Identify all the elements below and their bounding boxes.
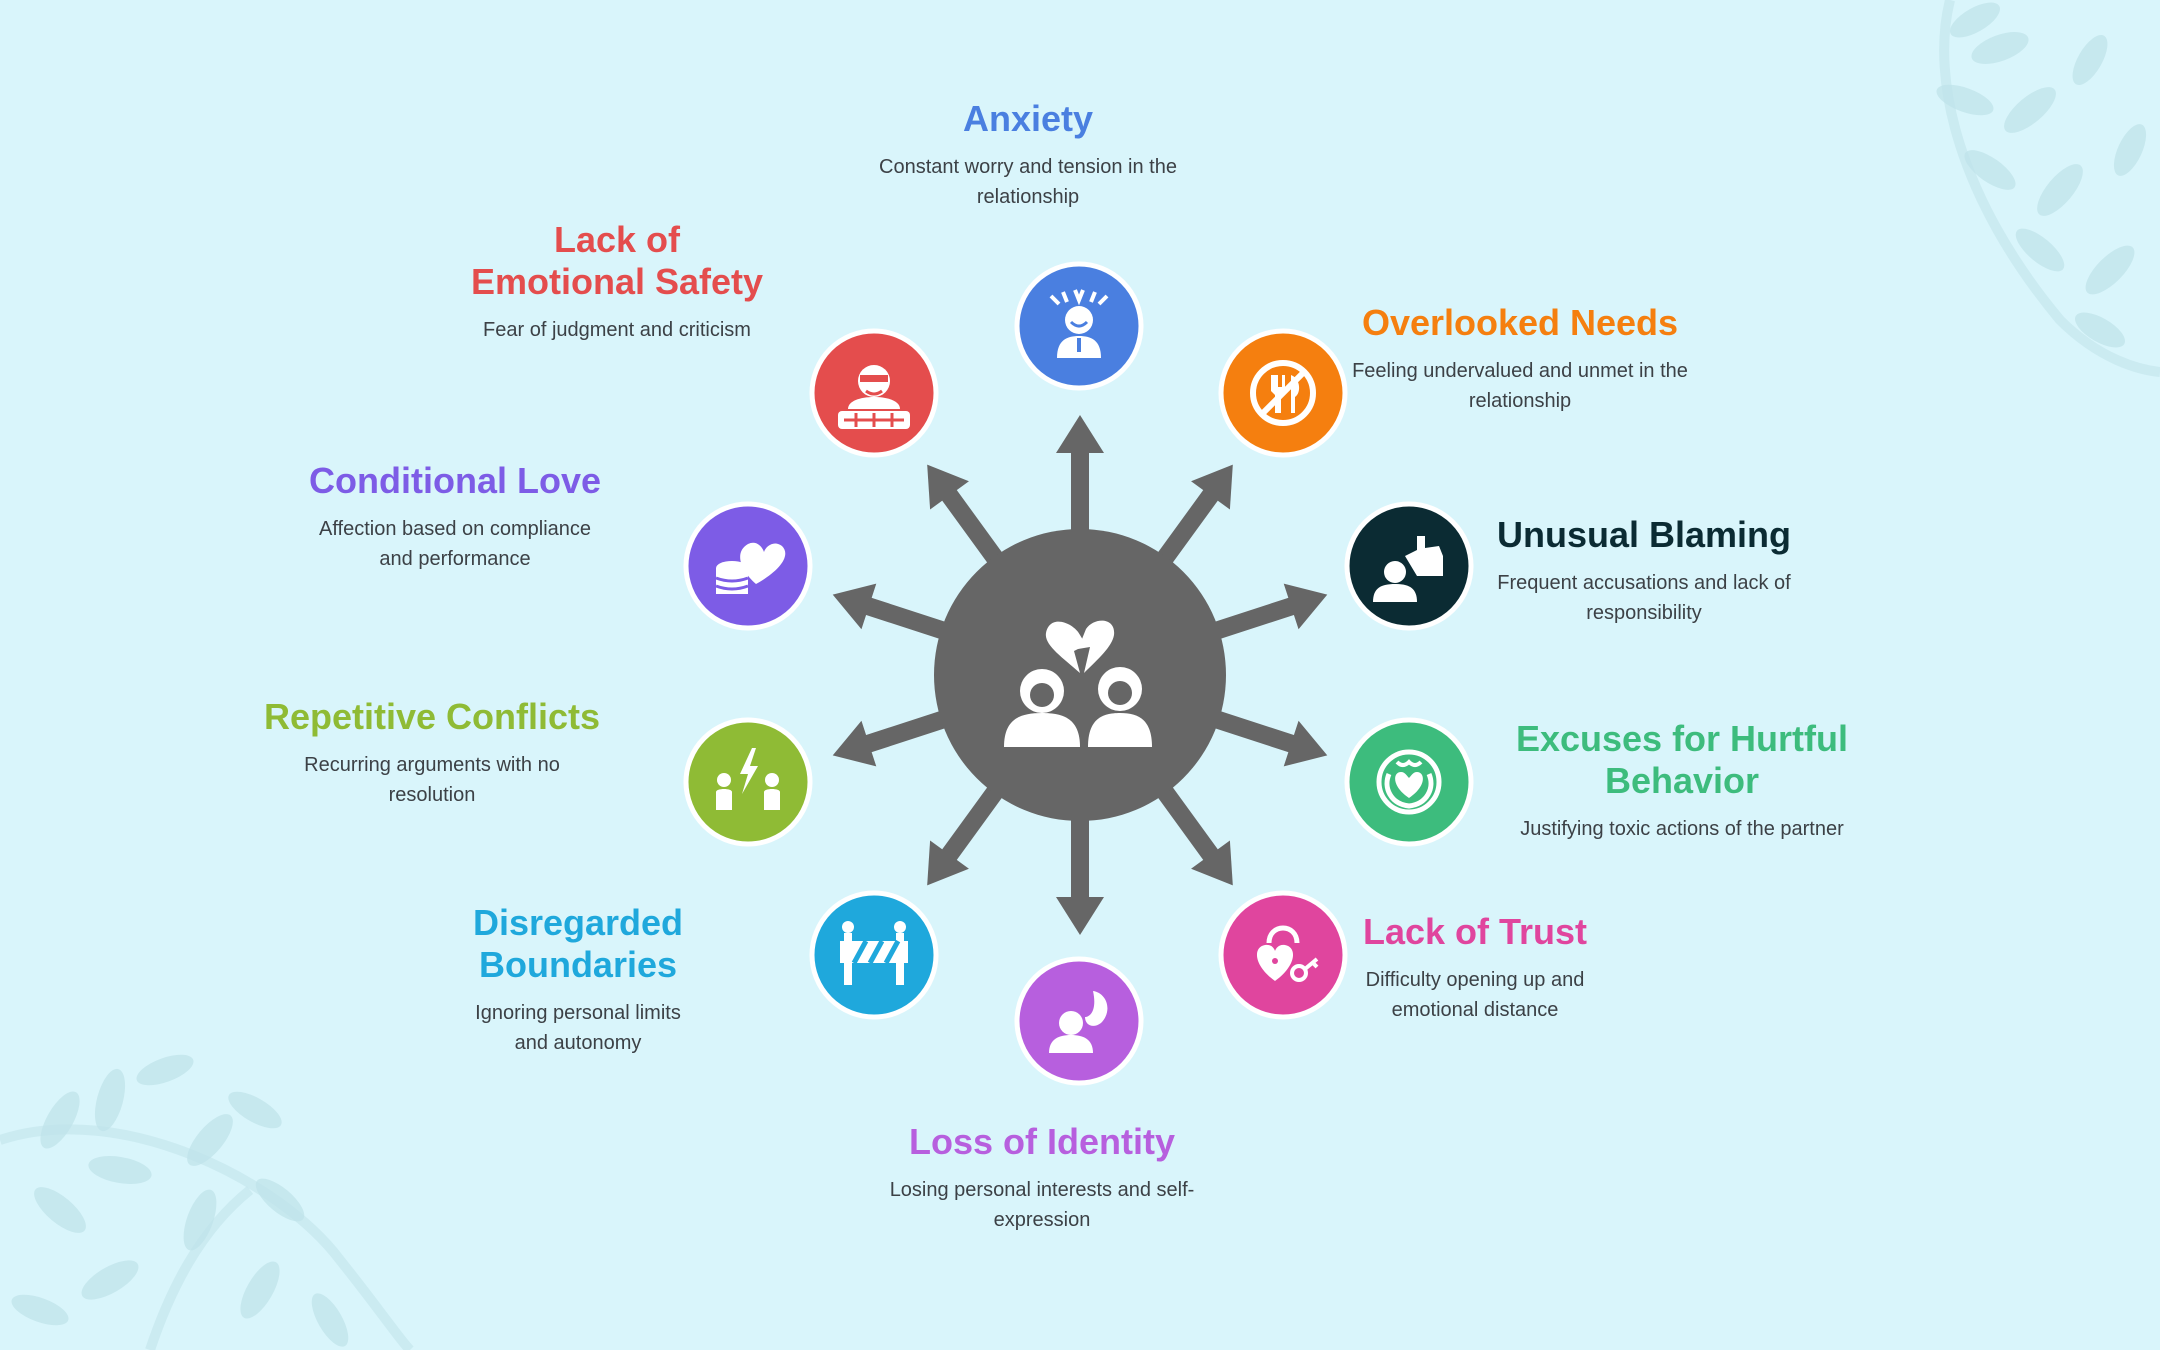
item-title: Anxiety <box>962 98 1094 139</box>
stressed-person-icon <box>1049 289 1109 358</box>
item-description: Losing personal interests and self-expre… <box>889 1179 1195 1231</box>
item-node <box>1014 956 1144 1086</box>
item-title: Excuses for Hurtful Behavior <box>1515 718 1849 801</box>
item-description: Affection based on compliance and perfor… <box>318 518 592 570</box>
decorative-leaves-bottom-left <box>0 1054 414 1350</box>
item-node <box>1344 717 1474 847</box>
item-node <box>683 717 813 847</box>
item-nodes <box>683 261 1474 1086</box>
item-title: Loss of Identity <box>908 1121 1175 1162</box>
radial-arrows <box>832 415 1328 935</box>
center-node <box>934 529 1226 821</box>
item-description: Feeling undervalued and unmet in the rel… <box>1352 360 1688 412</box>
center-circle <box>934 529 1226 821</box>
item-description: Recurring arguments with no resolution <box>304 754 560 806</box>
item-description: Constant worry and tension in the relati… <box>879 156 1177 208</box>
decorative-leaves-top-right <box>1936 0 2160 377</box>
item-description: Fear of judgment and criticism <box>483 319 751 341</box>
heart-coins-icon <box>715 542 786 594</box>
item-title: Lack of Emotional Safety <box>470 219 764 302</box>
item-node <box>809 328 939 458</box>
item-title: Overlooked Needs <box>1361 302 1679 343</box>
item-description: Frequent accusations and lack of respons… <box>1497 572 1791 624</box>
broken-heart-couple-icon <box>1004 620 1152 747</box>
item-node <box>1218 328 1348 458</box>
item-title: Disregarded Boundaries <box>472 902 684 985</box>
no-food-icon <box>1250 360 1316 426</box>
pointing-person-icon <box>1373 536 1443 602</box>
item-node-circle <box>1344 501 1474 631</box>
masked-person-icon <box>838 365 910 429</box>
item-description: Ignoring personal limits and autonomy <box>475 1002 681 1054</box>
item-node <box>683 501 813 631</box>
item-title: Unusual Blaming <box>1496 514 1792 555</box>
item-title: Repetitive Conflicts <box>263 696 601 737</box>
item-description: Difficulty opening up and emotional dist… <box>1365 969 1585 1021</box>
heart-lock-key-icon <box>1256 925 1319 982</box>
item-node <box>1344 501 1474 631</box>
item-node <box>809 890 939 1020</box>
item-title: Lack of Trust <box>1362 911 1588 952</box>
item-node <box>1014 261 1144 391</box>
conflict-people-icon <box>716 748 780 810</box>
barrier-icon <box>840 921 908 985</box>
item-node <box>1218 890 1348 1020</box>
item-description: Justifying toxic actions of the partner <box>1520 818 1844 840</box>
person-thought-icon <box>1049 991 1108 1053</box>
hands-heart-icon <box>1376 749 1442 815</box>
item-title: Conditional Love <box>309 460 601 501</box>
